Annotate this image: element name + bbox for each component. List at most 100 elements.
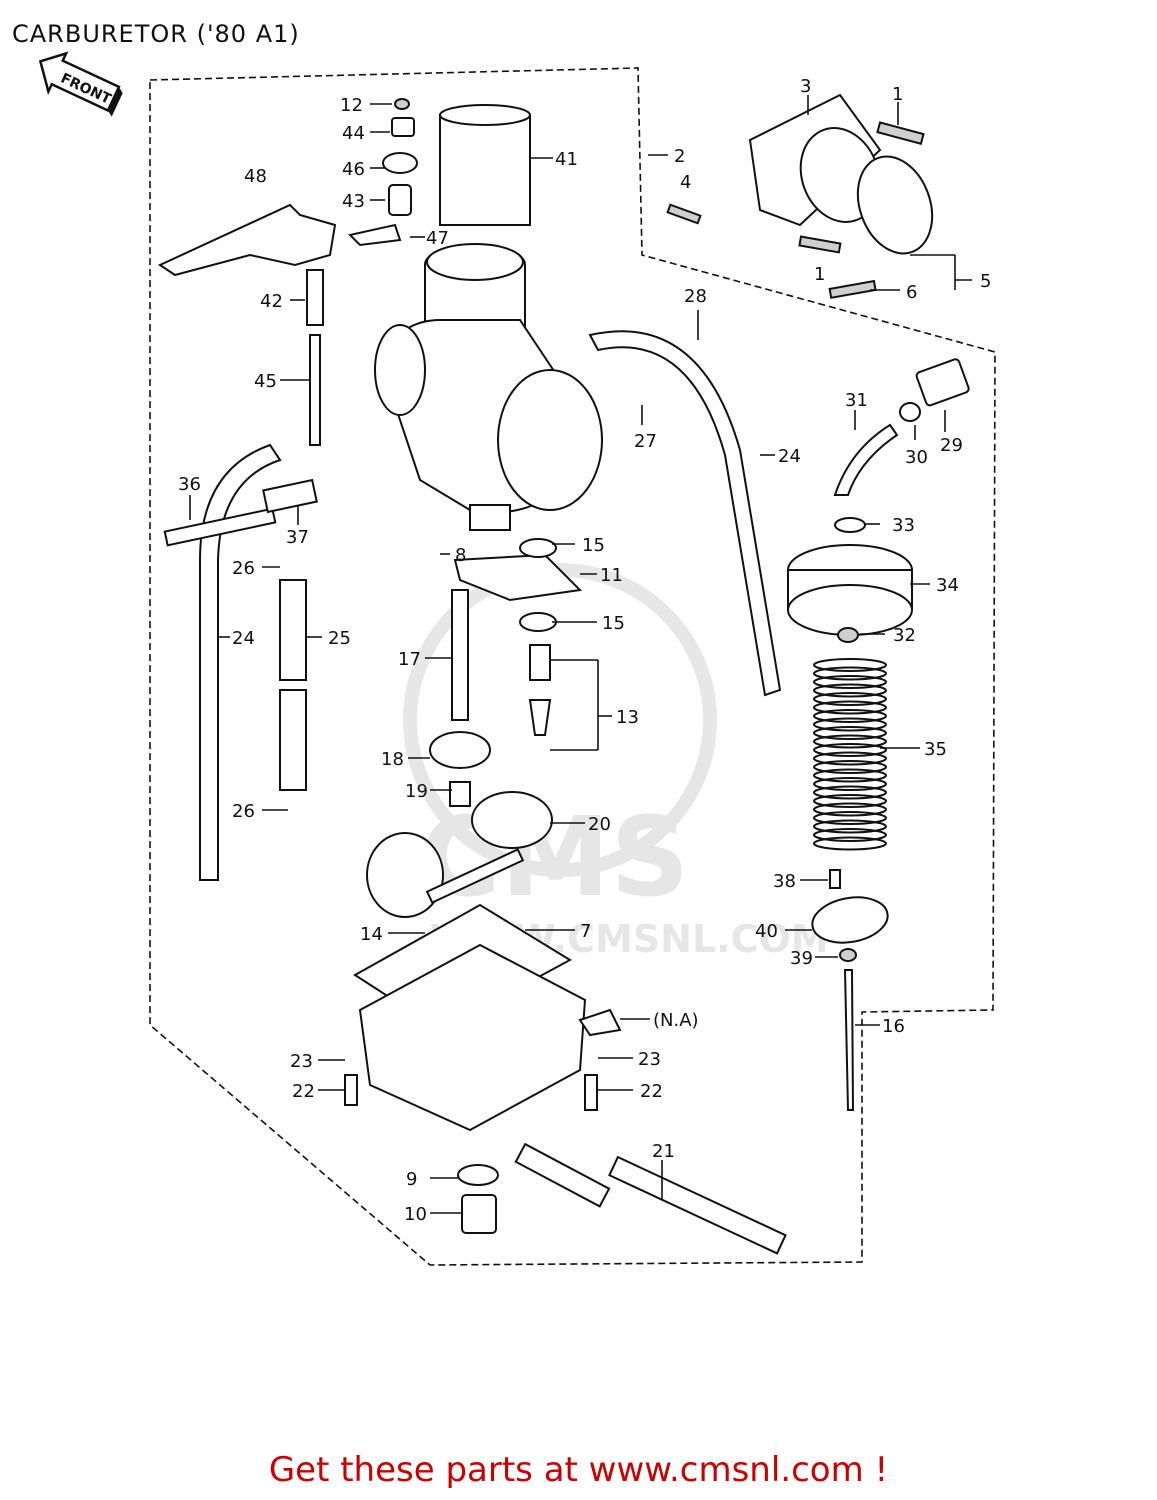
parts-diagram: FRONT CMS WWW.CMSNL.COM: [38, 51, 996, 1266]
callout-23a: 23: [290, 1051, 313, 1072]
jet-assembly: [429, 538, 583, 807]
spring-coil: [813, 658, 887, 672]
callout-32: 32: [893, 625, 916, 646]
float-bowl: [344, 903, 598, 1234]
front-arrow-icon: FRONT: [38, 51, 123, 117]
callout-14: 14: [360, 924, 383, 945]
callout-31: 31: [845, 390, 868, 411]
callout-15a: 15: [582, 535, 605, 556]
promo-footer: Get these parts at www.cmsnl.com !: [268, 1450, 889, 1490]
vent-hose-right: [588, 330, 782, 697]
callout-4: 4: [680, 172, 691, 193]
callout-10: 10: [404, 1204, 427, 1225]
callout-1b: 1: [814, 264, 825, 285]
callout-42: 42: [260, 291, 283, 312]
callout-22b: 22: [640, 1081, 663, 1102]
callout-44: 44: [342, 123, 365, 144]
callout-11: 11: [600, 565, 623, 586]
intake-manifold: [666, 93, 934, 299]
watermark-main: CMS: [420, 793, 689, 921]
callout-45: 45: [254, 371, 277, 392]
callout-36: 36: [178, 474, 201, 495]
spring-coil: [813, 692, 887, 706]
air-cut-plate: [578, 869, 889, 1111]
throttle-lever: [157, 203, 402, 277]
callout-30: 30: [905, 447, 928, 468]
watermark: CMS WWW.CMSNL.COM: [403, 563, 829, 961]
callout-3: 3: [800, 76, 811, 97]
callout-26a: 26: [232, 558, 255, 579]
callout-5: 5: [980, 271, 991, 292]
spring-coil: [813, 709, 887, 723]
spring-coil: [813, 666, 887, 681]
spring-coil: [813, 700, 887, 715]
callout-40: 40: [755, 921, 778, 942]
callout-13: 13: [616, 707, 639, 728]
callout-38: 38: [773, 871, 796, 892]
callout-22a: 22: [292, 1081, 315, 1102]
callout-43: 43: [342, 191, 365, 212]
callout-12: 12: [340, 95, 363, 116]
callout-39: 39: [790, 948, 813, 969]
callout-29: 29: [940, 435, 963, 456]
spring-coil: [813, 743, 887, 757]
callout-37: 37: [286, 527, 309, 548]
fuel-hose: [514, 1142, 787, 1255]
leader-lines: [189, 95, 972, 1214]
callout-8: 8: [455, 545, 466, 566]
spring-coil: [813, 683, 887, 698]
spring-coil: [813, 760, 887, 774]
callout-24a: 24: [232, 628, 255, 649]
callout-26b: 26: [232, 801, 255, 822]
callout-33: 33: [892, 515, 915, 536]
callout-21: 21: [652, 1141, 675, 1162]
callout-19: 19: [405, 781, 428, 802]
callout-25: 25: [328, 628, 351, 649]
callout-41: 41: [555, 149, 578, 170]
spring-coil: [813, 734, 887, 749]
callout-15b: 15: [602, 613, 625, 634]
callout-46: 46: [342, 159, 365, 180]
callout-6: 6: [906, 282, 917, 303]
spring-coil: [813, 777, 887, 791]
spring-coil: [813, 768, 887, 783]
throttle-slide: [439, 104, 531, 226]
callout-2: 2: [674, 146, 685, 167]
callout-16: 16: [882, 1016, 905, 1037]
float-assembly: [366, 791, 553, 918]
spring-coil: [813, 785, 887, 800]
callout-17: 17: [398, 649, 421, 670]
callout-34: 34: [936, 575, 959, 596]
spring-coil: [813, 811, 887, 825]
air-screw-assembly: [163, 478, 318, 791]
cap-stack: [306, 98, 418, 446]
spring-coil: [813, 828, 887, 842]
page-title: CARBURETOR ('80 A1): [12, 20, 300, 48]
callout-9: 9: [406, 1169, 417, 1190]
spring: [813, 658, 887, 851]
cap-and-spring: [787, 358, 970, 643]
carburetor-body: [374, 243, 603, 531]
group-boundary: [149, 67, 996, 1266]
callout-1a: 1: [892, 84, 903, 105]
callout-na: (N.A): [653, 1010, 699, 1031]
spring-coil: [813, 802, 887, 817]
vent-hose-left: [199, 443, 282, 881]
spring-coil: [813, 726, 887, 740]
spring-coil: [813, 751, 887, 766]
callout-18: 18: [381, 749, 404, 770]
callout-48: 48: [244, 166, 267, 187]
callout-24b: 24: [778, 446, 801, 467]
callout-23b: 23: [638, 1049, 661, 1070]
spring-coil: [813, 675, 887, 689]
callout-7: 7: [580, 921, 591, 942]
callout-20: 20: [588, 814, 611, 835]
callout-27: 27: [634, 431, 657, 452]
callout-28: 28: [684, 286, 707, 307]
callout-labels: 1 1 2 3 4 5 6 7 8 9 10 11 12 13 14 15 15…: [178, 76, 991, 1225]
spring-coil: [813, 819, 887, 834]
spring-coil: [813, 836, 887, 851]
callout-47: 47: [426, 228, 449, 249]
spring-coil: [813, 717, 887, 732]
callout-35: 35: [924, 739, 947, 760]
